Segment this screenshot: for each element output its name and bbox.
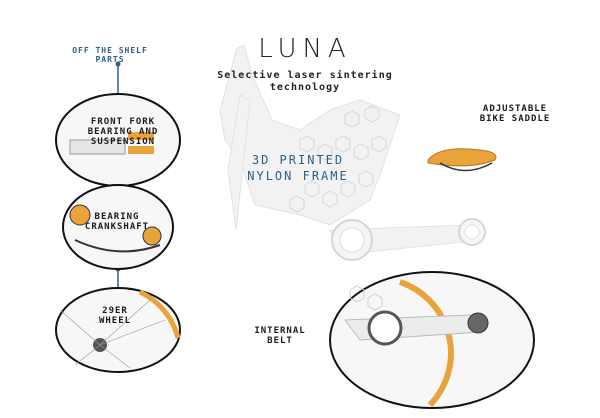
bearing-label: BEARING CRANKSHAFT (84, 212, 150, 232)
belt-detail (329, 271, 535, 409)
belt-label: INTERNAL BELT (254, 326, 306, 346)
saddle-detail (427, 148, 497, 172)
fork-label: FRONT FORK BEARING AND SUSPENSION (87, 117, 159, 147)
connector-dot (115, 61, 121, 67)
nylon-frame (219, 44, 486, 261)
frame-label: 3D PRINTED NYLON FRAME (247, 153, 349, 183)
page-title: LUNA (258, 34, 352, 64)
off-shelf-label: OFF THE SHELF PARTS (72, 46, 148, 64)
wheel-label: 29ER WHEEL (98, 306, 132, 326)
wheel-detail (55, 287, 181, 373)
subtitle: Selective laser sintering technology (217, 70, 393, 93)
saddle-label: ADJUSTABLE BIKE SADDLE (479, 104, 551, 124)
bearing-detail (62, 184, 174, 270)
